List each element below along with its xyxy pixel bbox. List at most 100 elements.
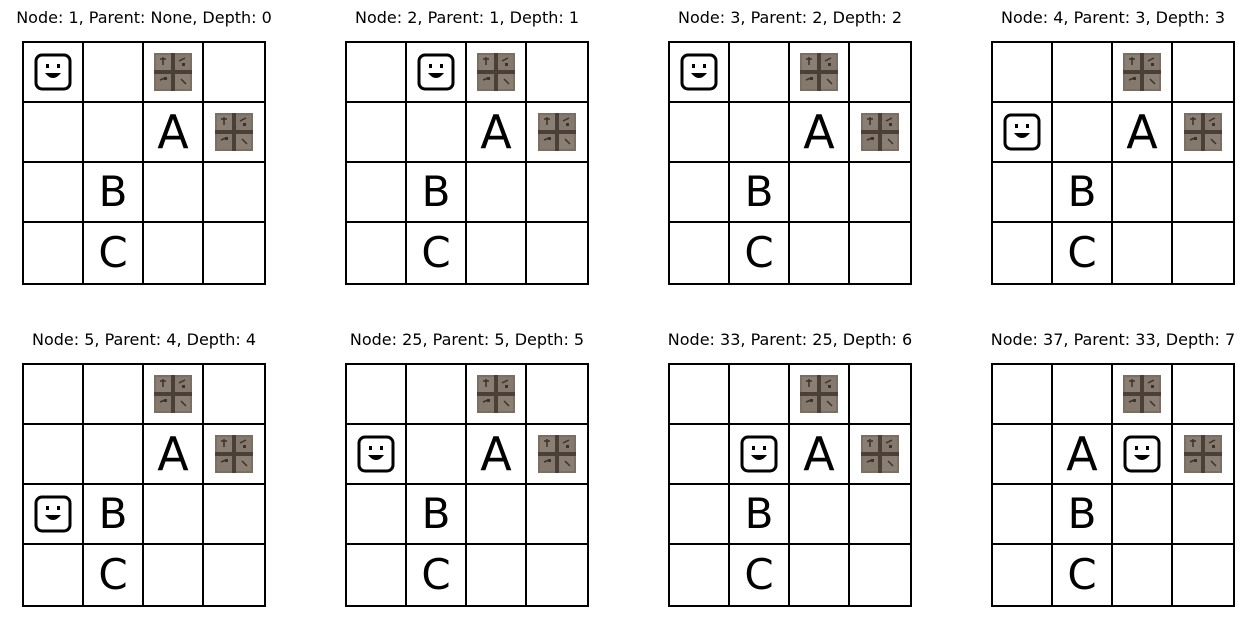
block-letter-c: C xyxy=(98,228,128,277)
grid-cell xyxy=(527,425,587,485)
grid-cell: A xyxy=(144,425,204,485)
grid-cell xyxy=(407,43,467,103)
grid-cell xyxy=(850,545,910,605)
panel-title: Node: 4, Parent: 3, Depth: 3 xyxy=(1000,8,1226,27)
grid-cell xyxy=(850,163,910,223)
grid-cell xyxy=(1173,365,1233,425)
grid-cell xyxy=(790,223,850,283)
grid-cell xyxy=(1113,485,1173,545)
grid-cell xyxy=(850,43,910,103)
panel-title: Node: 3, Parent: 2, Depth: 2 xyxy=(677,8,903,27)
grid-cell: B xyxy=(1053,485,1113,545)
block-letter-a: A xyxy=(1126,105,1158,159)
grid-cell xyxy=(467,223,527,283)
grid-cell xyxy=(347,365,407,425)
grid-cell xyxy=(467,545,527,605)
grid-cell: C xyxy=(1053,545,1113,605)
grid-cell: A xyxy=(467,103,527,163)
grid-cell xyxy=(670,485,730,545)
stone-wall-tile-icon xyxy=(215,113,253,151)
grid-cell xyxy=(1173,485,1233,545)
grid-cell xyxy=(204,485,264,545)
grid-cell xyxy=(993,103,1053,163)
grid-cell xyxy=(144,223,204,283)
grid-cell xyxy=(1053,103,1113,163)
grid-cell xyxy=(670,425,730,485)
grid-cell xyxy=(467,43,527,103)
block-letter-c: C xyxy=(98,550,128,599)
grid-cell: B xyxy=(730,485,790,545)
grid-cell xyxy=(850,223,910,283)
grid-cell xyxy=(204,103,264,163)
grid-cell xyxy=(730,103,790,163)
smiley-agent-icon xyxy=(1003,113,1041,151)
grid-cell xyxy=(670,43,730,103)
grid-cell xyxy=(204,163,264,223)
block-letter-c: C xyxy=(421,228,451,277)
grid-cell xyxy=(527,365,587,425)
grid-cell: A xyxy=(467,425,527,485)
block-letter-c: C xyxy=(744,228,774,277)
grid-cell: A xyxy=(1053,425,1113,485)
block-letter-b: B xyxy=(421,167,451,216)
panel-title: Node: 5, Parent: 4, Depth: 4 xyxy=(31,330,257,349)
grid-cell xyxy=(790,545,850,605)
grid-cell xyxy=(527,103,587,163)
grid-cell xyxy=(670,163,730,223)
grid-cell xyxy=(730,43,790,103)
grid-cell: A xyxy=(1113,103,1173,163)
block-letter-a: A xyxy=(480,105,512,159)
block-letter-c: C xyxy=(744,550,774,599)
stone-wall-tile-icon xyxy=(1123,375,1161,413)
grid-cell xyxy=(84,425,144,485)
stone-wall-tile-icon xyxy=(861,435,899,473)
grid-cell xyxy=(24,425,84,485)
grid-cell xyxy=(407,103,467,163)
grid-cell xyxy=(204,425,264,485)
panel-title: Node: 1, Parent: None, Depth: 0 xyxy=(16,8,272,27)
stone-wall-tile-icon xyxy=(154,53,192,91)
grid-cell xyxy=(24,223,84,283)
smiley-agent-icon xyxy=(34,495,72,533)
panel-title: Node: 37, Parent: 33, Depth: 7 xyxy=(990,330,1236,349)
grid-cell xyxy=(850,365,910,425)
grid-cell xyxy=(407,425,467,485)
smiley-agent-icon xyxy=(1123,435,1161,473)
block-letter-a: A xyxy=(157,105,189,159)
grid-cell xyxy=(84,365,144,425)
grid-cell xyxy=(1053,365,1113,425)
stone-wall-tile-icon xyxy=(477,375,515,413)
stone-wall-tile-icon xyxy=(1184,113,1222,151)
grid-cell xyxy=(670,365,730,425)
grid-cell xyxy=(24,485,84,545)
grid-cell xyxy=(670,103,730,163)
grid-cell xyxy=(347,223,407,283)
grid-cell xyxy=(527,545,587,605)
block-letter-b: B xyxy=(98,167,128,216)
block-letter-b: B xyxy=(1067,489,1097,538)
grid-cell xyxy=(347,425,407,485)
grid-cell xyxy=(1173,425,1233,485)
grid-cell xyxy=(24,163,84,223)
grid-cell xyxy=(144,163,204,223)
stone-wall-tile-icon xyxy=(215,435,253,473)
stone-wall-tile-icon xyxy=(861,113,899,151)
stone-wall-tile-icon xyxy=(1123,53,1161,91)
grid-cell xyxy=(1173,43,1233,103)
grid-cell xyxy=(1113,43,1173,103)
stone-wall-tile-icon xyxy=(1184,435,1222,473)
grid-cell xyxy=(204,223,264,283)
grid-cell xyxy=(1173,163,1233,223)
grid-cell xyxy=(347,163,407,223)
panel-title: Node: 25, Parent: 5, Depth: 5 xyxy=(349,330,585,349)
grid-cell xyxy=(144,545,204,605)
grid-cell xyxy=(204,43,264,103)
